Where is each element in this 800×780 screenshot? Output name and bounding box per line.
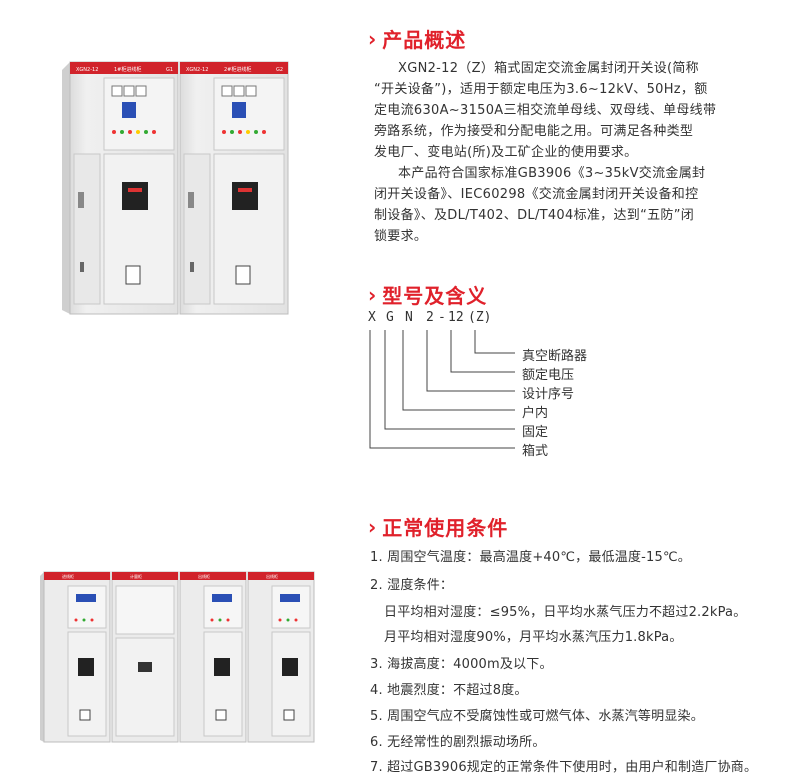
chevron-right-icon: › <box>368 26 377 51</box>
model-heading: › 型号及含义 <box>368 280 487 309</box>
cabinet-g2-model: XGN2-12 <box>186 67 208 73</box>
chevron-right-icon: › <box>368 514 377 539</box>
model-label-box-type: 箱式 <box>522 444 549 459</box>
switchgear-photo-1: XGN2-12 1#柜进线柜 G1 XGN2-12 2#柜进线柜 G2 <box>62 61 289 315</box>
chevron-right-icon: › <box>368 282 377 307</box>
model-title: 型号及含义 <box>382 284 488 308</box>
cabinet-g2-title: 2#柜进线柜 <box>224 66 251 73</box>
cabinet-outgoing-1: 出线柜 <box>179 571 247 743</box>
condition-item: 6. 无经常性的剧烈振动场所。 <box>370 735 546 750</box>
model-diagram-lines <box>369 330 515 449</box>
switchgear-photo-2: 进线柜 计量柜 出线柜 出线柜 <box>40 571 315 743</box>
code-n: N <box>405 310 413 325</box>
cabinet-g2: XGN2-12 2#柜进线柜 G2 <box>179 61 289 315</box>
condition-item: 月平均相对湿度90%，月平均水蒸汽压力1.8kPa。 <box>384 630 683 645</box>
code-2: 2 <box>426 310 434 325</box>
model-label-fixed: 固定 <box>522 425 549 440</box>
cabinet-metering: 计量柜 <box>111 571 179 743</box>
cabinet-g1-model: XGN2-12 <box>76 67 98 73</box>
overview-title: 产品概述 <box>382 28 467 52</box>
cabinet-g1-title: 1#柜进线柜 <box>114 66 141 73</box>
overview-paragraph-1: XGN2-12（Z）箱式固定交流金属封闭开关设(简称 “开关设备”)，适用于额定… <box>374 61 717 160</box>
svg-text:进线柜: 进线柜 <box>62 573 74 579</box>
code-z: (Z) <box>468 310 492 325</box>
overview-paragraph-2: 本产品符合国家标准GB3906《3~35kV交流金属封 闭开关设备》、IEC60… <box>374 166 706 244</box>
code-x: X <box>368 310 376 325</box>
cabinet-incoming: 进线柜 <box>43 571 111 743</box>
svg-text:计量柜: 计量柜 <box>130 573 142 579</box>
condition-item: 7. 超过GB3906规定的正常条件下使用时，由用户和制造厂协商。 <box>370 760 758 775</box>
cabinet-g2-code: G2 <box>276 67 283 73</box>
overview-heading: › 产品概述 <box>368 24 466 53</box>
svg-text:出线柜: 出线柜 <box>266 573 278 579</box>
model-code: X G N 2 - 12 (Z) <box>368 310 498 330</box>
conditions-heading: › 正常使用条件 <box>368 512 508 541</box>
condition-item: 日平均相对湿度：≤95%，日平均水蒸气压力不超过2.2kPa。 <box>384 605 747 620</box>
model-label-design-number: 设计序号 <box>522 387 575 402</box>
model-label-vacuum-breaker: 真空断路器 <box>522 349 588 364</box>
svg-text:出线柜: 出线柜 <box>198 573 210 579</box>
conditions-title: 正常使用条件 <box>382 516 509 540</box>
code-g: G <box>386 310 394 325</box>
condition-item: 2. 湿度条件： <box>370 578 454 593</box>
condition-item: 5. 周围空气应不受腐蚀性或可燃气体、水蒸汽等明显染。 <box>370 709 704 724</box>
cabinet-outgoing-2: 出线柜 <box>247 571 315 743</box>
code-12: 12 <box>448 310 464 325</box>
model-label-indoor: 户内 <box>522 406 549 421</box>
model-label-rated-voltage: 额定电压 <box>522 368 575 383</box>
condition-item: 3. 海拔高度：4000m及以下。 <box>370 657 553 672</box>
condition-item: 1. 周围空气温度：最高温度+40℃，最低温度-15℃。 <box>370 550 692 565</box>
cabinet-g1: XGN2-12 1#柜进线柜 G1 <box>69 61 179 315</box>
condition-item: 4. 地震烈度：不超过8度。 <box>370 683 528 698</box>
code-dash: - <box>438 310 446 325</box>
cabinet-g1-code: G1 <box>166 67 173 73</box>
